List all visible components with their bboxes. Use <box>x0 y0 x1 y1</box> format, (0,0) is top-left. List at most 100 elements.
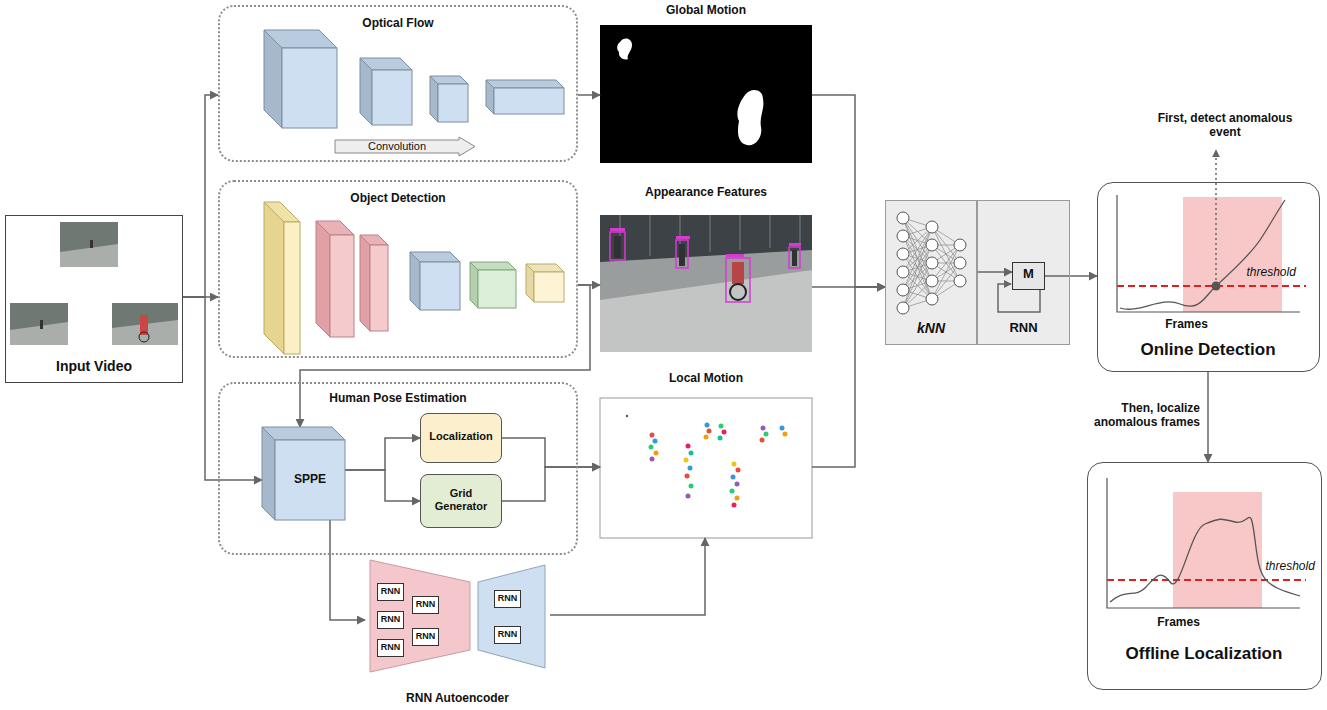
detection-layer <box>410 252 420 310</box>
autoencoder-shape <box>370 560 545 672</box>
detection-layer <box>470 262 478 308</box>
conv-layer <box>360 58 372 125</box>
pose-keypoints <box>735 482 740 487</box>
autoencoder-shape <box>478 565 545 668</box>
node-label: Object Detection <box>220 192 576 206</box>
pose-keypoints <box>722 430 727 435</box>
model-panel: kNN <box>885 200 977 345</box>
pose-keypoints <box>783 432 788 437</box>
model-panel <box>954 257 966 269</box>
pose-keypoints <box>719 424 724 429</box>
node-label: RNN <box>978 321 1069 336</box>
convolution-arrow: Convolution <box>335 137 475 156</box>
model-panel: RNN M <box>977 200 1070 345</box>
video-thumbnail <box>112 303 178 345</box>
node-label: Offline Localization <box>1088 644 1320 664</box>
model-panel <box>954 275 966 287</box>
conv-layer <box>430 76 438 122</box>
pose-keypoints <box>600 398 812 538</box>
pose-keypoints <box>730 489 735 494</box>
score-plot <box>1173 492 1262 608</box>
detection-layer <box>264 202 284 354</box>
pose-keypoints <box>689 484 694 489</box>
node-label: RNN Autoencoder <box>365 692 550 706</box>
convolution-arrow-outline <box>335 137 475 156</box>
node-label: Frames <box>1155 318 1219 332</box>
connector-arrow <box>183 95 218 297</box>
video-thumbnail <box>60 222 118 267</box>
score-plot <box>1107 478 1300 608</box>
camera-frame <box>679 244 685 266</box>
detection-layer <box>360 235 370 331</box>
memory-box: M <box>1012 262 1045 290</box>
process-box: Localization <box>420 413 502 463</box>
image-panel: Appearance Features <box>600 186 812 352</box>
pose-keypoints <box>689 451 694 456</box>
model-panel <box>885 200 1070 345</box>
video-thumbnail <box>90 240 93 248</box>
pose-keypoints <box>650 457 655 462</box>
model-panel <box>885 200 1070 345</box>
camera-frame <box>614 236 621 258</box>
pose-keypoints <box>650 433 655 438</box>
node-label: M <box>1013 267 1044 282</box>
model-panel <box>897 302 909 314</box>
rnn-cell: RNN <box>412 596 439 614</box>
rnn-cell: RNN <box>377 611 404 629</box>
pose-keypoints <box>780 426 785 431</box>
camera-frame <box>600 270 812 352</box>
score-plot <box>1107 478 1306 608</box>
camera-frame <box>676 240 688 268</box>
model-panel <box>926 239 938 251</box>
detection-layer <box>316 221 330 337</box>
node-label: Input Video <box>6 358 182 374</box>
model-panel <box>897 212 909 224</box>
camera-frame <box>726 258 750 302</box>
rnn-cell: RNN <box>494 626 521 644</box>
rnn-cell: RNN <box>412 628 439 646</box>
model-panel <box>897 230 909 242</box>
detection-layer <box>526 264 534 302</box>
connector-arrow <box>502 467 600 501</box>
sppe-cube-outline <box>275 440 345 520</box>
camera-frame <box>792 250 797 266</box>
score-plot <box>1107 579 1306 581</box>
pose-keypoints <box>684 458 689 463</box>
pose-keypoints <box>704 435 709 440</box>
camera-frame <box>610 232 625 260</box>
detection-layer <box>478 270 516 308</box>
camera-frame <box>789 243 801 246</box>
camera-frame <box>610 228 801 257</box>
camera-frame <box>600 215 812 352</box>
node-label: RNN <box>378 642 403 652</box>
node-label: SPPE <box>275 473 345 487</box>
camera-frame <box>600 215 812 262</box>
connector-arrow <box>977 271 1012 273</box>
connector-arrow <box>345 438 420 470</box>
video-thumbnail <box>60 244 118 267</box>
node-label: kNN <box>886 320 976 336</box>
autoencoder-shape <box>370 560 470 672</box>
sppe-cube-outline <box>262 427 345 440</box>
connector-arrow <box>578 94 600 96</box>
model-panel <box>903 218 960 308</box>
pose-keypoints <box>732 503 737 508</box>
score-plot <box>1183 197 1282 312</box>
rnn-cell: RNN <box>494 590 521 608</box>
conv-layer <box>264 30 282 128</box>
node-label: RNN <box>378 614 403 624</box>
model-panel <box>954 239 966 251</box>
video-thumbnail <box>10 303 68 345</box>
score-plot <box>1215 150 1217 280</box>
camera-frame <box>789 247 800 268</box>
rnn-cell: RNN <box>377 639 404 657</box>
autoencoder-group: RNN AutoencoderRNNRNNRNNRNNRNNRNNRNN <box>365 555 550 708</box>
annotation-label: First, detect anomalous event <box>1150 112 1300 140</box>
detection-layer <box>534 272 564 302</box>
connector-arrow <box>183 297 262 480</box>
module-group: Optical FlowConvolution <box>218 5 578 162</box>
node-label: Online Detection <box>1098 340 1318 360</box>
pose-keypoints <box>600 398 812 538</box>
connector-arrow <box>812 95 885 287</box>
